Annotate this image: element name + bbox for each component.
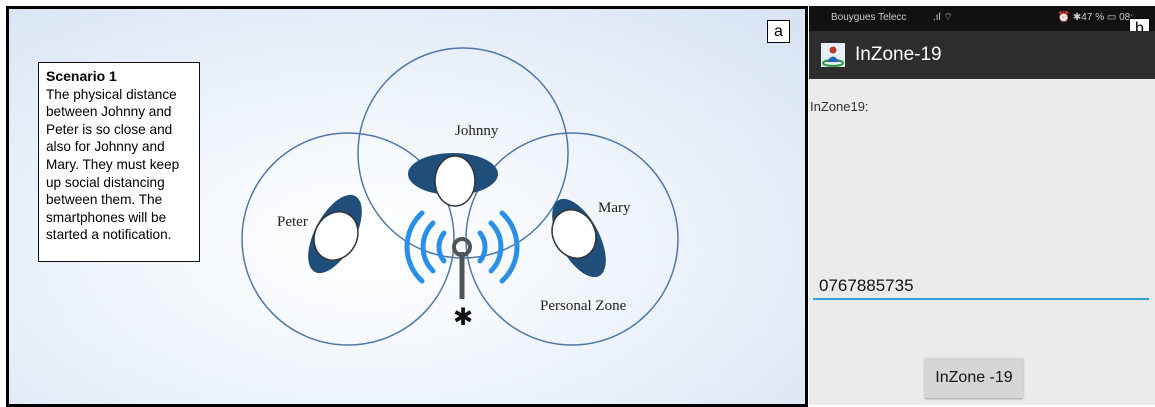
scenario-text-box: Scenario 1 The physical distance between… (38, 62, 200, 262)
scenario-line: between Johnny and (46, 104, 172, 120)
scenario-line: smartphones will be (46, 209, 167, 225)
scenario-line: also for Johnny and (46, 139, 165, 155)
scenario-figure-panel: ✱ Johnny Peter Mary Personal Zone Scenar… (6, 6, 808, 407)
scenario-line: between them. The (46, 192, 163, 208)
person-peter-icon (308, 194, 362, 274)
status-bar: Bouygues Telecc .ıl ⌔ ⏰ ✱47 % ▭ 08: (809, 6, 1155, 31)
app-logo-icon (821, 43, 845, 67)
status-right: ⏰ ✱47 % ▭ 08: (1057, 12, 1133, 23)
inzone-button[interactable]: InZone -19 (925, 358, 1023, 398)
scenario-line: started a notification. (46, 227, 172, 243)
scenario-line: Mary. They must keep (46, 156, 180, 172)
phone-screen-panel: Bouygues Telecc .ıl ⌔ ⏰ ✱47 % ▭ 08: b In… (809, 6, 1155, 405)
scenario-line: The physical distance (46, 86, 177, 102)
carrier-name: Bouygues Telecc (831, 12, 907, 23)
zone-label: InZone19: (810, 99, 869, 114)
signal-wifi-icon: .ıl ⌔ (933, 12, 953, 23)
person-johnny-icon (408, 153, 498, 207)
bluetooth-icon: ✱ (453, 303, 473, 331)
app-title: InZone-19 (855, 44, 942, 65)
scenario-line: up social distancing (46, 174, 165, 190)
scenario-line: Peter is so close and (46, 121, 173, 137)
panel-tag-a: a (767, 20, 790, 43)
phone-number-input[interactable] (813, 274, 1149, 300)
app-bar: InZone-19 (809, 31, 1155, 79)
label-personal-zone: Personal Zone (540, 298, 627, 314)
zone-circle-peter (241, 132, 455, 346)
person-mary-icon (551, 198, 606, 278)
scenario-title: Scenario 1 (46, 68, 117, 84)
antenna-icon (404, 210, 520, 299)
zone-circle-johnny (357, 47, 569, 259)
distancing-diagram: ✱ Johnny Peter Mary Personal Zone (241, 47, 679, 346)
label-johnny: Johnny (455, 123, 499, 139)
label-peter: Peter (277, 214, 308, 230)
label-mary: Mary (598, 200, 631, 216)
